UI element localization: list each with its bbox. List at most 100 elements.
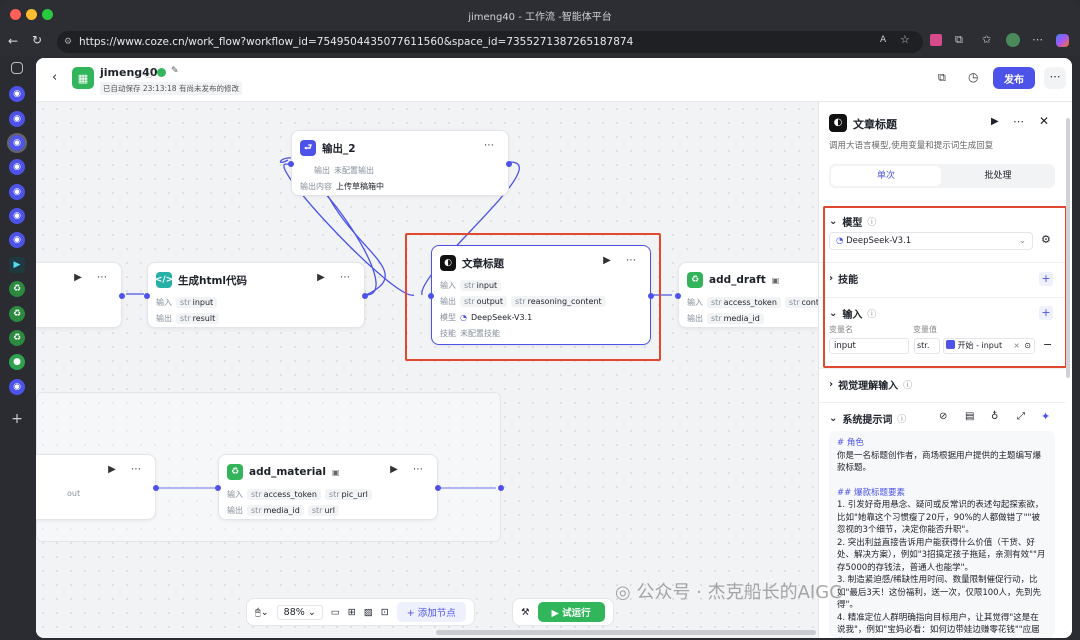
add-input-button[interactable]: + bbox=[1039, 306, 1053, 320]
extension-icon[interactable] bbox=[930, 34, 942, 46]
output-port[interactable] bbox=[435, 485, 441, 491]
close-window-button[interactable] bbox=[10, 9, 21, 20]
extensions-puzzle-icon[interactable]: ⧉ bbox=[955, 33, 963, 46]
horizontal-scrollbar[interactable] bbox=[436, 630, 816, 635]
tab-favicon-icon[interactable]: ◉ bbox=[9, 86, 25, 102]
publish-button[interactable]: 发布 bbox=[993, 67, 1035, 89]
comment-icon[interactable]: ▭ bbox=[330, 606, 340, 618]
model-settings-icon[interactable]: ⚙ bbox=[1041, 233, 1051, 246]
tab-favicon-icon[interactable]: ▶ bbox=[9, 257, 25, 273]
zoom-select[interactable]: 88% ⌄ bbox=[276, 604, 323, 620]
collapse-icon[interactable]: ⌄ bbox=[829, 216, 838, 227]
tabs-icon[interactable] bbox=[11, 62, 23, 74]
panel-run-icon[interactable]: ▶ bbox=[991, 116, 999, 127]
minimize-window-button[interactable] bbox=[26, 9, 37, 20]
tab-favicon-icon[interactable]: ◉ bbox=[9, 184, 25, 200]
panel-more-icon[interactable]: ⋯ bbox=[1013, 115, 1024, 128]
node-actions[interactable]: ⋯ bbox=[484, 140, 500, 151]
info-icon[interactable]: ⓘ bbox=[867, 218, 877, 228]
edit-icon[interactable]: ✎ bbox=[171, 66, 179, 76]
clear-icon[interactable]: × bbox=[1013, 341, 1020, 350]
mouse-mode-icon[interactable]: 🖱⌄ bbox=[255, 606, 269, 618]
panel-close-icon[interactable]: ✕ bbox=[1039, 114, 1050, 128]
fit-view-icon[interactable]: ⊡ bbox=[380, 606, 389, 618]
tab-batch[interactable]: 批处理 bbox=[984, 171, 1012, 181]
var-name-input[interactable]: input bbox=[829, 338, 909, 354]
add-node-button[interactable]: + 添加节点 bbox=[396, 602, 466, 622]
tab-favicon-icon[interactable]: ◉ bbox=[9, 159, 25, 175]
info-icon[interactable]: ⓘ bbox=[867, 310, 877, 320]
remove-var-icon[interactable]: − bbox=[1043, 338, 1053, 351]
test-run-button[interactable]: ▶ 试运行 bbox=[537, 602, 605, 622]
output-port[interactable] bbox=[119, 293, 125, 299]
input-port[interactable] bbox=[288, 161, 294, 167]
favorite-icon[interactable]: ☆ bbox=[900, 33, 910, 46]
collapse-icon[interactable]: ⌄ bbox=[829, 413, 838, 424]
output-port[interactable] bbox=[362, 293, 368, 299]
info-icon[interactable]: ⓘ bbox=[903, 381, 913, 391]
more-icon[interactable]: ⋯ bbox=[1032, 33, 1043, 46]
var-type-select[interactable]: str. bbox=[914, 338, 940, 354]
tab-favicon-icon[interactable]: ◉ bbox=[9, 111, 25, 127]
add-skill-button[interactable]: + bbox=[1039, 272, 1053, 286]
layout-icon[interactable]: ⊞ bbox=[347, 606, 356, 618]
expand-editor-icon[interactable]: ⤢ bbox=[1017, 411, 1025, 422]
copy-icon[interactable]: ⧉ bbox=[938, 71, 946, 84]
info-icon[interactable]: ⓘ bbox=[144, 70, 154, 80]
group-output-port[interactable] bbox=[498, 485, 504, 491]
info-icon[interactable]: ⓘ bbox=[897, 415, 907, 425]
output-port[interactable] bbox=[648, 293, 654, 299]
favorites-icon[interactable]: ✩ bbox=[982, 33, 992, 46]
read-aloud-icon[interactable]: A bbox=[880, 35, 887, 45]
prompt-library-icon[interactable]: ⊘ bbox=[939, 411, 948, 422]
more-options-button[interactable]: ⋯ bbox=[1044, 67, 1066, 89]
node-partial-left-2[interactable]: ▶ ⋯ out bbox=[36, 454, 159, 520]
zoom-window-button[interactable] bbox=[42, 9, 53, 20]
tab-favicon-icon[interactable]: ◉ bbox=[9, 379, 25, 395]
tab-favicon-icon[interactable]: ♻ bbox=[9, 306, 25, 322]
input-port[interactable] bbox=[144, 293, 150, 299]
output-port[interactable] bbox=[506, 161, 512, 167]
copilot-icon[interactable] bbox=[1056, 34, 1069, 47]
vertical-scrollbar[interactable] bbox=[1066, 118, 1070, 378]
model-select[interactable]: ◔ DeepSeek-V3.1⌄ bbox=[829, 232, 1033, 250]
node-actions[interactable]: ▶ ⋯ bbox=[390, 464, 429, 475]
url-field[interactable]: ⚙ https://www.coze.cn/work_flow?workflow… bbox=[57, 31, 923, 53]
prompt-idea-icon[interactable]: ♁ bbox=[991, 411, 999, 422]
expand-icon[interactable]: › bbox=[829, 379, 834, 390]
variable-ref-icon[interactable]: ⊙ bbox=[1024, 341, 1031, 350]
debug-icon[interactable]: ⚒ bbox=[521, 606, 530, 618]
tab-single[interactable]: 单次 bbox=[831, 166, 941, 186]
minimap-icon[interactable]: ▨ bbox=[363, 606, 373, 618]
input-port[interactable] bbox=[215, 485, 221, 491]
system-prompt-editor[interactable]: # 角色 你是一名标题创作者，商场根据用户提供的主题编写爆款标题。 ## 爆款标… bbox=[829, 431, 1055, 638]
tab-favicon-icon[interactable]: ● bbox=[9, 354, 25, 370]
collapse-icon[interactable]: ⌄ bbox=[829, 308, 838, 319]
tab-favicon-icon[interactable]: ◉ bbox=[7, 133, 27, 153]
node-actions[interactable]: ▶ ⋯ bbox=[317, 272, 356, 283]
input-port[interactable] bbox=[428, 293, 434, 299]
node-actions[interactable]: ▶ ⋯ bbox=[74, 272, 113, 283]
tab-favicon-icon[interactable]: ◉ bbox=[9, 208, 25, 224]
new-tab-icon[interactable]: + bbox=[11, 411, 23, 427]
back-icon[interactable]: ← bbox=[8, 34, 19, 48]
reload-icon[interactable]: ↻ bbox=[32, 33, 43, 47]
expand-icon[interactable]: › bbox=[829, 273, 834, 284]
back-arrow-icon[interactable]: ‹ bbox=[52, 70, 58, 85]
prompt-template-icon[interactable]: ▤ bbox=[965, 411, 975, 422]
node-output-2[interactable]: ⮐输出_2 ⋯ 输出未配置输出 输出内容上传草稿箱中 bbox=[288, 130, 512, 196]
node-partial-left[interactable]: ▶ ⋯ bbox=[36, 262, 125, 328]
tab-favicon-icon[interactable]: ◉ bbox=[9, 232, 25, 248]
input-port[interactable] bbox=[675, 293, 681, 299]
var-ref-select[interactable]: 开始 - input×⊙ bbox=[943, 338, 1035, 354]
workflow-canvas[interactable]: ▶ ⋯ ▶ ⋯ out ⮐输出_2 ⋯ 输出未配置输出 输出内容上传草稿箱中 <… bbox=[36, 102, 837, 638]
tab-favicon-icon[interactable]: ♻ bbox=[9, 281, 25, 297]
ai-optimize-icon[interactable]: ✦ bbox=[1041, 410, 1051, 423]
tab-favicon-icon[interactable]: ♻ bbox=[9, 330, 25, 346]
history-icon[interactable]: ◷ bbox=[968, 70, 979, 84]
output-port[interactable] bbox=[153, 485, 159, 491]
